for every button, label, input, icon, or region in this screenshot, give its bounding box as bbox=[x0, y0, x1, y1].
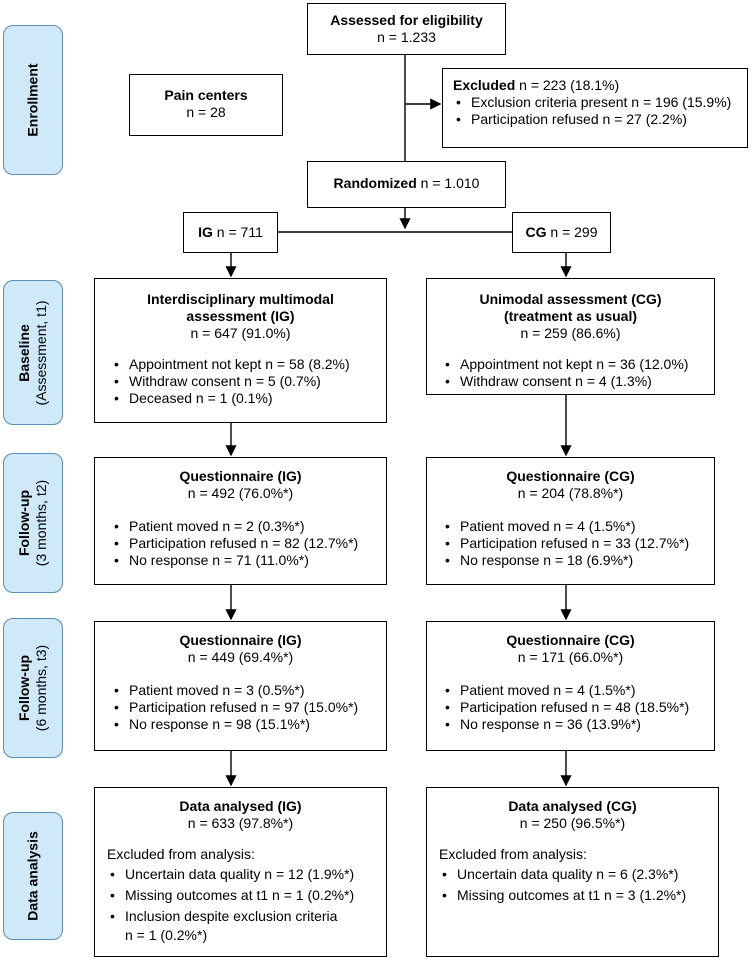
randomized-title: Randomized bbox=[333, 175, 417, 191]
stage-followup-1: Follow-up (3 months, t2) bbox=[3, 453, 63, 593]
ig-box: IG n = 711 bbox=[183, 212, 278, 253]
analysis-ig-excl-label: Excluded from analysis: bbox=[107, 846, 255, 862]
fu1-ig-item: Patient moved n = 2 (0.3%*) bbox=[114, 518, 386, 535]
fu2-cg-n: n = 171 (66.0%*) bbox=[517, 649, 624, 665]
baseline-ig-title1: Interdisciplinary multimodal bbox=[147, 291, 334, 307]
stage-fu2-sub: (6 months, t3) bbox=[33, 644, 49, 732]
stage-data-analysis: Data analysis bbox=[3, 812, 63, 940]
fu2-ig-item: No response n = 98 (15.1%*) bbox=[114, 716, 386, 733]
analysis-ig-item-cont: n = 1 (0.2%*) bbox=[125, 927, 208, 943]
fu2-ig-n: n = 449 (69.4%*) bbox=[187, 649, 294, 665]
baseline-ig-title2: assessment (IG) bbox=[186, 308, 295, 324]
analysis-cg-title: Data analysed (CG) bbox=[508, 798, 637, 814]
excluded-title: Excluded bbox=[453, 77, 516, 93]
fu1-ig-n: n = 492 (76.0%*) bbox=[187, 485, 294, 501]
analysis-cg-item: Missing outcomes at t1 n = 3 (1.2%*) bbox=[442, 887, 718, 904]
fu1-ig-item: Participation refused n = 82 (12.7%*) bbox=[114, 535, 386, 552]
fu1-cg-title: Questionnaire (CG) bbox=[506, 468, 635, 484]
fu2-cg-item: No response n = 36 (13.9%*) bbox=[445, 716, 714, 733]
analysis-cg-n: n = 250 (96.5%*) bbox=[519, 815, 626, 831]
stage-fu1-title: Follow-up bbox=[16, 489, 32, 557]
stage-fu2-title: Follow-up bbox=[16, 654, 32, 722]
fu2-ig-item: Patient moved n = 3 (0.5%*) bbox=[114, 682, 386, 699]
analysis-ig-item: Uncertain data quality n = 12 (1.9%*) bbox=[110, 866, 386, 883]
baseline-cg-item: Withdraw consent n = 4 (1.3%) bbox=[445, 373, 714, 390]
assessed-box: Assessed for eligibility n = 1.233 bbox=[307, 3, 506, 55]
baseline-cg-title1: Unimodal assessment (CG) bbox=[479, 291, 662, 307]
fu1-cg-item: No response n = 18 (6.9%*) bbox=[445, 552, 714, 569]
assessed-title: Assessed for eligibility bbox=[330, 12, 483, 28]
ig-n: n = 711 bbox=[212, 224, 263, 240]
pain-centers-title: Pain centers bbox=[164, 87, 248, 103]
fu2-ig-title: Questionnaire (IG) bbox=[179, 632, 302, 648]
baseline-cg-title2: (treatment as usual) bbox=[503, 308, 638, 324]
cg-n: n = 299 bbox=[546, 224, 598, 240]
fu1-cg-item: Participation refused n = 33 (12.7%*) bbox=[445, 535, 714, 552]
randomized-n: n = 1.010 bbox=[416, 175, 480, 191]
excluded-n: n = 223 (18.1%) bbox=[515, 77, 620, 93]
cg-box: CG n = 299 bbox=[512, 212, 611, 253]
randomized-box: Randomized n = 1.010 bbox=[307, 161, 506, 208]
cg-title: CG bbox=[525, 224, 547, 240]
excluded-item: Participation refused n = 27 (2.2%) bbox=[456, 111, 747, 128]
stage-analysis-label: Data analysis bbox=[24, 831, 41, 921]
excluded-box: Excluded n = 223 (18.1%) Exclusion crite… bbox=[442, 68, 748, 148]
analysis-ig-n: n = 633 (97.8%*) bbox=[187, 815, 294, 831]
fu2-ig-box: Questionnaire (IG) n = 449 (69.4%*) Pati… bbox=[94, 621, 387, 751]
analysis-ig-title: Data analysed (IG) bbox=[179, 798, 302, 814]
analysis-cg-box: Data analysed (CG) n = 250 (96.5%*) Excl… bbox=[426, 787, 719, 957]
fu1-ig-box: Questionnaire (IG) n = 492 (76.0%*) Pati… bbox=[94, 457, 387, 585]
stage-enrollment-label: Enrollment bbox=[24, 63, 41, 137]
fu1-cg-n: n = 204 (78.8%*) bbox=[517, 485, 624, 501]
fu2-cg-box: Questionnaire (CG) n = 171 (66.0%*) Pati… bbox=[426, 621, 715, 751]
analysis-cg-excl-label: Excluded from analysis: bbox=[439, 846, 587, 862]
stage-fu1-sub: (3 months, t2) bbox=[33, 479, 49, 567]
fu1-cg-item: Patient moved n = 4 (1.5%*) bbox=[445, 518, 714, 535]
analysis-ig-item: Missing outcomes at t1 n = 1 (0.2%*) bbox=[110, 887, 386, 904]
fu1-ig-item: No response n = 71 (11.0%*) bbox=[114, 552, 386, 569]
fu2-cg-item: Participation refused n = 48 (18.5%*) bbox=[445, 699, 714, 716]
assessed-n: n = 1.233 bbox=[377, 29, 436, 45]
baseline-cg-item: Appointment not kept n = 36 (12.0%) bbox=[445, 356, 714, 373]
fu2-ig-item: Participation refused n = 97 (15.0%*) bbox=[114, 699, 386, 716]
stage-baseline-sub: (Assessment, t1) bbox=[33, 299, 49, 406]
baseline-ig-box: Interdisciplinary multimodal assessment … bbox=[94, 278, 387, 423]
fu2-cg-item: Patient moved n = 4 (1.5%*) bbox=[445, 682, 714, 699]
fu1-cg-box: Questionnaire (CG) n = 204 (78.8%*) Pati… bbox=[426, 457, 715, 585]
stage-baseline-title: Baseline bbox=[16, 323, 32, 382]
baseline-ig-n: n = 647 (91.0%) bbox=[190, 325, 291, 341]
baseline-ig-item: Appointment not kept n = 58 (8.2%) bbox=[114, 356, 386, 373]
analysis-ig-item: Inclusion despite exclusion criteria bbox=[110, 908, 386, 925]
baseline-cg-box: Unimodal assessment (CG) (treatment as u… bbox=[426, 278, 715, 395]
pain-centers-box: Pain centers n = 28 bbox=[129, 74, 283, 136]
stage-enrollment: Enrollment bbox=[3, 25, 63, 175]
ig-title: IG bbox=[198, 224, 213, 240]
baseline-ig-item: Deceased n = 1 (0.1%) bbox=[114, 390, 386, 407]
fu1-ig-title: Questionnaire (IG) bbox=[179, 468, 302, 484]
baseline-ig-item: Withdraw consent n = 5 (0.7%) bbox=[114, 373, 386, 390]
baseline-cg-n: n = 259 (86.6%) bbox=[520, 325, 621, 341]
excluded-item: Exclusion criteria present n = 196 (15.9… bbox=[456, 94, 747, 111]
stage-followup-2: Follow-up (6 months, t3) bbox=[3, 618, 63, 758]
analysis-cg-item: Uncertain data quality n = 6 (2.3%*) bbox=[442, 866, 718, 883]
fu2-cg-title: Questionnaire (CG) bbox=[506, 632, 635, 648]
pain-centers-n: n = 28 bbox=[186, 104, 226, 120]
analysis-ig-box: Data analysed (IG) n = 633 (97.8%*) Excl… bbox=[94, 787, 387, 957]
stage-baseline: Baseline (Assessment, t1) bbox=[3, 280, 63, 425]
